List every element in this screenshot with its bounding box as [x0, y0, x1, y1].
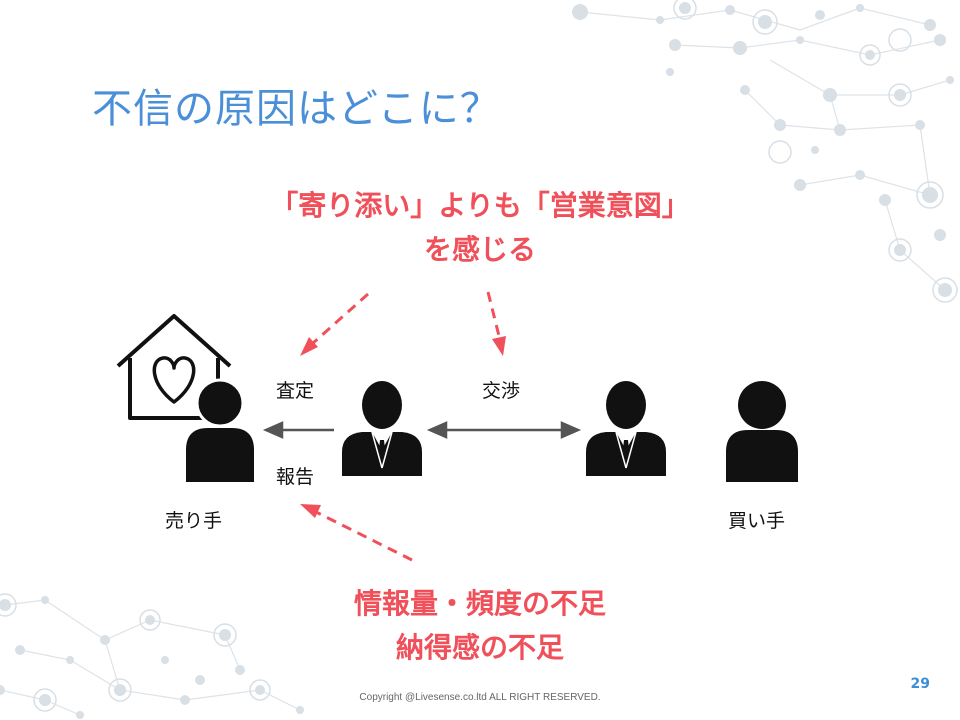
callout-arrow-to-negotiation — [486, 291, 506, 356]
callout-intent-line1: 「寄り添い」よりも「営業意図」 — [270, 189, 690, 222]
negotiation-double-arrow — [426, 421, 582, 439]
report-arrow — [262, 421, 334, 439]
agent-businessman-icon — [342, 381, 422, 476]
network-nodes-bottom-left — [0, 596, 304, 719]
callout-information-line2: 納得感の不足 — [395, 631, 564, 664]
report-label: 報告 — [276, 466, 315, 488]
callout-arrow-to-assessment — [300, 292, 369, 356]
buyer-label: 買い手 — [728, 510, 786, 532]
seller-label: 売り手 — [165, 510, 223, 532]
seller-person-icon — [186, 378, 254, 482]
page-number: 29 — [910, 676, 930, 692]
network-rings-bottom-left — [0, 593, 271, 712]
negotiation-label: 交渉 — [482, 380, 521, 402]
buyer-person-icon — [726, 381, 798, 482]
buyer-agent-businessman-icon — [586, 381, 666, 476]
network-nodes-top-right — [572, 2, 954, 297]
slide-title: 不信の原因はどこに？ — [92, 86, 501, 132]
callout-information: 情報量・頻度の不足 納得感の不足 — [0, 582, 960, 670]
network-rings-top-right — [673, 0, 958, 303]
callout-intent-line2: を感じる — [423, 233, 536, 266]
callout-intent: 「寄り添い」よりも「営業意図」 を感じる — [0, 184, 960, 272]
network-decoration-top-right — [579, 7, 951, 291]
callout-arrow-to-report — [300, 504, 413, 562]
copyright-notice: Copyright @Livesense.co.ltd ALL RIGHT RE… — [359, 692, 601, 703]
callout-information-line1: 情報量・頻度の不足 — [353, 587, 606, 620]
network-decoration-bottom-left — [0, 599, 301, 716]
assessment-label: 査定 — [276, 380, 315, 402]
